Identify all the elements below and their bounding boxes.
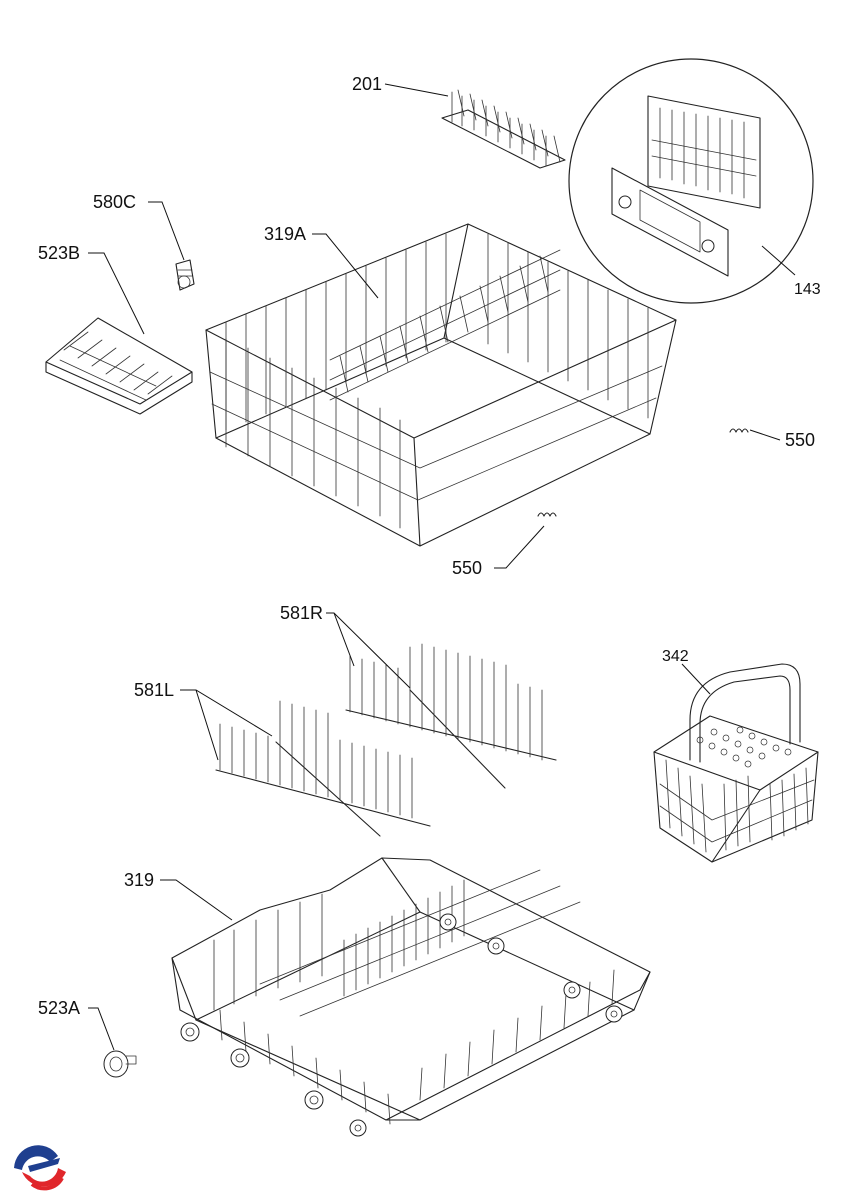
part-581l-tine-rack[interactable] — [215, 700, 431, 837]
label-319: 319 — [124, 870, 154, 890]
part-342-cutlery-basket[interactable] — [653, 663, 819, 863]
label-550-bottom: 550 — [452, 558, 482, 578]
part-550-spring-bottom[interactable] — [537, 512, 557, 517]
part-201-tine-strip[interactable] — [441, 89, 566, 169]
part-319a-upper-basket[interactable] — [205, 223, 677, 547]
part-581r-tine-rack[interactable] — [345, 643, 557, 789]
label-342: 342 — [662, 648, 689, 665]
part-143-slider-upper — [647, 95, 761, 209]
label-581l: 581L — [134, 680, 174, 700]
part-523b-cup-rack[interactable] — [45, 317, 193, 415]
label-550-right: 550 — [785, 430, 815, 450]
part-523a-wheel[interactable] — [103, 1050, 137, 1078]
label-319a: 319A — [264, 224, 306, 244]
brand-logo — [14, 1145, 66, 1191]
part-550-spring-right[interactable] — [729, 428, 749, 433]
label-201: 201 — [352, 74, 382, 94]
part-319-wheels — [180, 913, 623, 1137]
label-523b: 523B — [38, 243, 80, 263]
label-580c: 580C — [93, 192, 136, 212]
label-581r: 581R — [280, 603, 323, 623]
part-143-slider-lower — [611, 167, 729, 277]
part-143-detail-circle[interactable] — [568, 58, 814, 304]
label-143: 143 — [794, 281, 821, 298]
label-523a: 523A — [38, 998, 80, 1018]
part-319-lower-basket[interactable] — [171, 857, 651, 1137]
part-580c-clip[interactable] — [175, 259, 195, 291]
